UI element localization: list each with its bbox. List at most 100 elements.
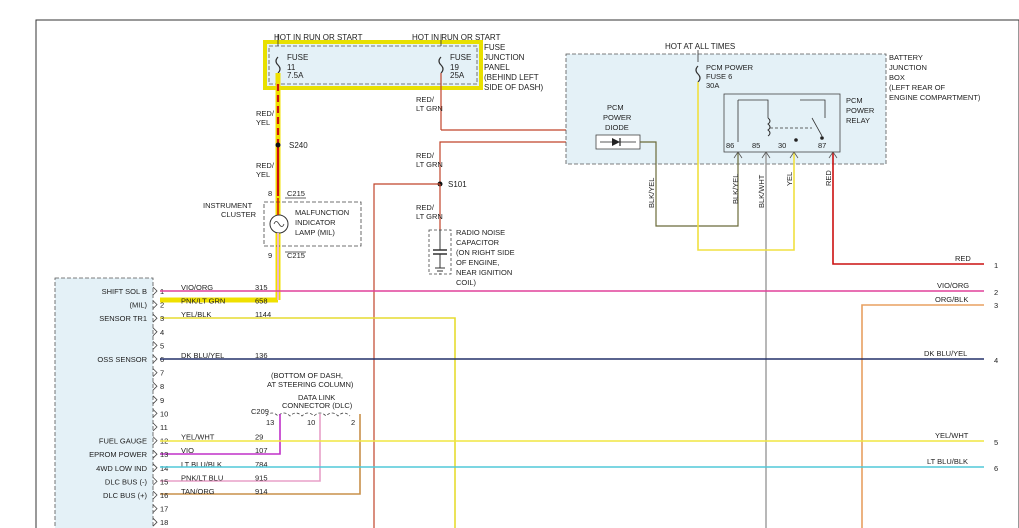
pcm-pin-circuit: 1144 (255, 310, 271, 319)
wire-label-text: YEL (256, 170, 270, 179)
wire-label-text: YEL (256, 118, 270, 127)
relay-label-1: PCM (846, 96, 863, 105)
fuse6-label-2: FUSE 6 (706, 72, 732, 81)
pin-bracket (152, 490, 158, 500)
pcm-pin-wire-color: VIO (181, 446, 194, 455)
pcm-pin-number: 9 (160, 396, 164, 405)
battery-box-caption-line: ENGINE COMPARTMENT) (889, 93, 981, 102)
c215-top-label: C215 (287, 189, 305, 198)
wire-label-text: LT GRN (416, 212, 443, 221)
pcm-pin-label: DLC BUS (-) (105, 477, 148, 486)
wire-label-yel: YEL (785, 172, 794, 186)
vio-wire-to-dlc (160, 414, 281, 455)
capacitor-caption-line: CAPACITOR (456, 238, 500, 247)
hot-label-fuse11: HOT IN RUN OR START (274, 33, 363, 42)
dlc-pin-2: 2 (351, 418, 355, 427)
mil-label-3: LAMP (MIL) (295, 228, 335, 237)
pcm-pin-circuit: 914 (255, 487, 268, 496)
pcm-pin-number: 16 (160, 491, 168, 500)
wire-label-red-yel: RED/YEL (256, 109, 275, 127)
capacitor-caption-line: COIL) (456, 278, 477, 287)
dlc-name-1: DATA LINK (298, 393, 335, 402)
wire-label-blk-wht: BLK/WHT (757, 174, 766, 208)
instrument-cluster-label-2: CLUSTER (221, 210, 257, 219)
pcm-pin-number: 11 (160, 423, 168, 432)
battery-box-caption-line: BATTERY (889, 53, 923, 62)
pcm-pin-number: 7 (160, 369, 164, 378)
wire-label-text: RED/ (416, 203, 435, 212)
pin-bracket (152, 409, 158, 418)
pin-bracket (152, 517, 158, 527)
c215-pin9: 9 (268, 251, 272, 260)
wire-label-text: LT GRN (416, 160, 443, 169)
fuse19-rating: 25A (450, 71, 465, 80)
capacitor-caption-line: OF ENGINE, (456, 258, 499, 267)
pcm-pin-label: SENSOR TR1 (99, 314, 147, 323)
c215-bottom-label: C215 (287, 251, 305, 260)
battery-box-caption-line: (LEFT REAR OF (889, 83, 946, 92)
capacitor-caption-line: NEAR IGNITION (456, 268, 512, 277)
fuse-panel-caption: FUSE JUNCTION PANEL (BEHIND LEFT SIDE OF… (484, 43, 543, 92)
terminal-3-number: 3 (994, 301, 998, 310)
wire-label-blk-yel-a: BLK/YEL (647, 178, 656, 208)
mil-label-2: INDICATOR (295, 218, 336, 227)
fuse11-title: FUSE (287, 53, 308, 62)
relay-pin-85: 85 (752, 141, 760, 150)
instrument-cluster-box (263, 201, 362, 247)
wire-label-red-ltgrn-1: RED/LT GRN (416, 95, 443, 113)
pcm-pin-label: DLC BUS (+) (103, 491, 147, 500)
connector-chevron-icon (733, 151, 743, 159)
fuse-panel-caption-line: (BEHIND LEFT (484, 73, 539, 82)
splice-s240-label: S240 (289, 141, 308, 150)
capacitor-caption: RADIO NOISE CAPACITOR (ON RIGHT SIDE OF … (456, 228, 515, 287)
wire-label-text: LT GRN (416, 104, 443, 113)
dlc-pin-10: 10 (307, 418, 315, 427)
fuse-junction-panel (268, 45, 478, 85)
pcm-pin-label: 4WD LOW IND (96, 464, 147, 473)
dlc-pin-13: 13 (266, 418, 274, 427)
diode-label-1: PCM (607, 103, 624, 112)
pin-bracket (152, 449, 158, 459)
pcm-pin-number: 13 (160, 450, 168, 459)
pin-bracket (152, 313, 158, 323)
pcm-pin-circuit: 915 (255, 473, 268, 482)
fuse19-title: FUSE (450, 53, 471, 62)
wire-label-text: RED/ (256, 109, 275, 118)
lamp-filament-icon (273, 221, 285, 227)
pcm-pin-wire-color: VIO/ORG (181, 283, 213, 292)
capacitor-caption-line: RADIO NOISE (456, 228, 505, 237)
pcm-pin-number: 14 (160, 464, 168, 473)
pcm-pin-wire-color: PNK/LT BLU (181, 473, 223, 482)
ground-icon (435, 267, 445, 275)
pin-bracket (152, 504, 158, 513)
pcm-pin-label: (MIL) (130, 301, 148, 310)
pcm-pin-wire-color: YEL/BLK (181, 310, 211, 319)
pin-bracket (152, 395, 158, 405)
diode-label-2: POWER (603, 113, 632, 122)
terminal-2-number: 2 (994, 288, 998, 297)
pcm-pin-number: 15 (160, 477, 168, 486)
relay-pin-86: 86 (726, 141, 734, 150)
wire-label-red-ltgrn-2: RED/LT GRN (416, 151, 443, 169)
pcm-pin-circuit: 658 (255, 297, 268, 306)
pcm-pin-wire-color: LT BLU/BLK (181, 460, 222, 469)
pin-bracket (152, 422, 158, 432)
relay-label-3: RELAY (846, 116, 870, 125)
pcm-pin-label: EPROM POWER (89, 450, 148, 459)
relay-contact (820, 136, 824, 140)
wire-label-red: RED (824, 170, 833, 186)
diode-label-3: DIODE (605, 123, 629, 132)
pin-bracket (152, 341, 158, 350)
pcm-pin-label: OSS SENSOR (97, 355, 147, 364)
terminal-6-wire: LT BLU/BLK (927, 457, 968, 466)
pcm-pin-circuit: 315 (255, 283, 268, 292)
terminal-3-wire: ORG/BLK (935, 295, 968, 304)
relay-switch-icon (800, 99, 826, 137)
pcm-pin-circuit: 784 (255, 460, 268, 469)
fuse19-number: 19 (450, 63, 459, 72)
pcm-pin-wire-color: DK BLU/YEL (181, 351, 224, 360)
pin-bracket (152, 368, 158, 377)
page-frame (35, 19, 1019, 528)
